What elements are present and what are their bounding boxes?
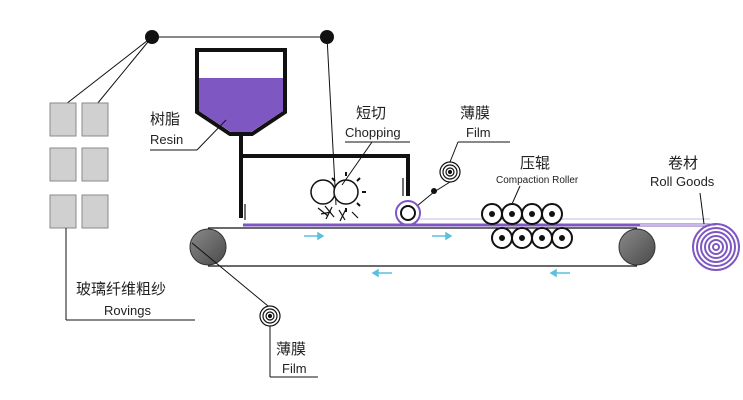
film-guide-dot — [431, 188, 437, 194]
roving-packages — [49, 102, 109, 229]
resin-label-cn: 树脂 — [150, 110, 180, 128]
film-top-label-en: Film — [466, 125, 491, 140]
flow-arrows — [304, 231, 570, 278]
film-top-leader — [449, 141, 459, 163]
roll-goods-label-en: Roll Goods — [650, 174, 715, 189]
resin-leader — [196, 119, 227, 151]
roll-goods-leader — [699, 192, 705, 225]
rovings-label-cn: 玻璃纤维粗纱 — [76, 280, 166, 298]
roving-threads — [65, 36, 337, 206]
compaction-rollers-top — [481, 203, 563, 225]
film-bottom-label-cn: 薄膜 — [276, 340, 306, 358]
resin-fill — [199, 78, 283, 132]
film-top-label-cn: 薄膜 — [460, 104, 490, 122]
compaction-leader — [511, 185, 521, 205]
top-film-path — [416, 181, 451, 207]
chopping-leader — [341, 141, 373, 186]
chopping-label-en: Chopping — [345, 125, 401, 140]
bottom-film-path — [191, 242, 269, 307]
compaction-label-cn: 压辊 — [520, 154, 550, 172]
bottom-film-roll — [259, 305, 281, 327]
roll-goods — [692, 223, 740, 271]
resin-feed-pipe — [239, 134, 410, 218]
top-film-roll — [439, 161, 461, 183]
conveyor-belt — [189, 227, 656, 267]
chopper — [310, 172, 366, 222]
top-pulley-right — [320, 30, 334, 44]
film-bottom-label-en: Film — [282, 361, 307, 376]
resin-label-en: Resin — [150, 132, 183, 147]
film-layon-roller — [395, 200, 421, 226]
chopping-label-cn: 短切 — [356, 104, 386, 122]
rovings-label-en: Rovings — [104, 303, 151, 318]
compaction-label-en: Compaction Roller — [496, 175, 579, 186]
roll-goods-label-cn: 卷材 — [668, 154, 698, 172]
top-pulley-left — [145, 30, 159, 44]
compaction-rollers-bottom — [491, 227, 573, 249]
